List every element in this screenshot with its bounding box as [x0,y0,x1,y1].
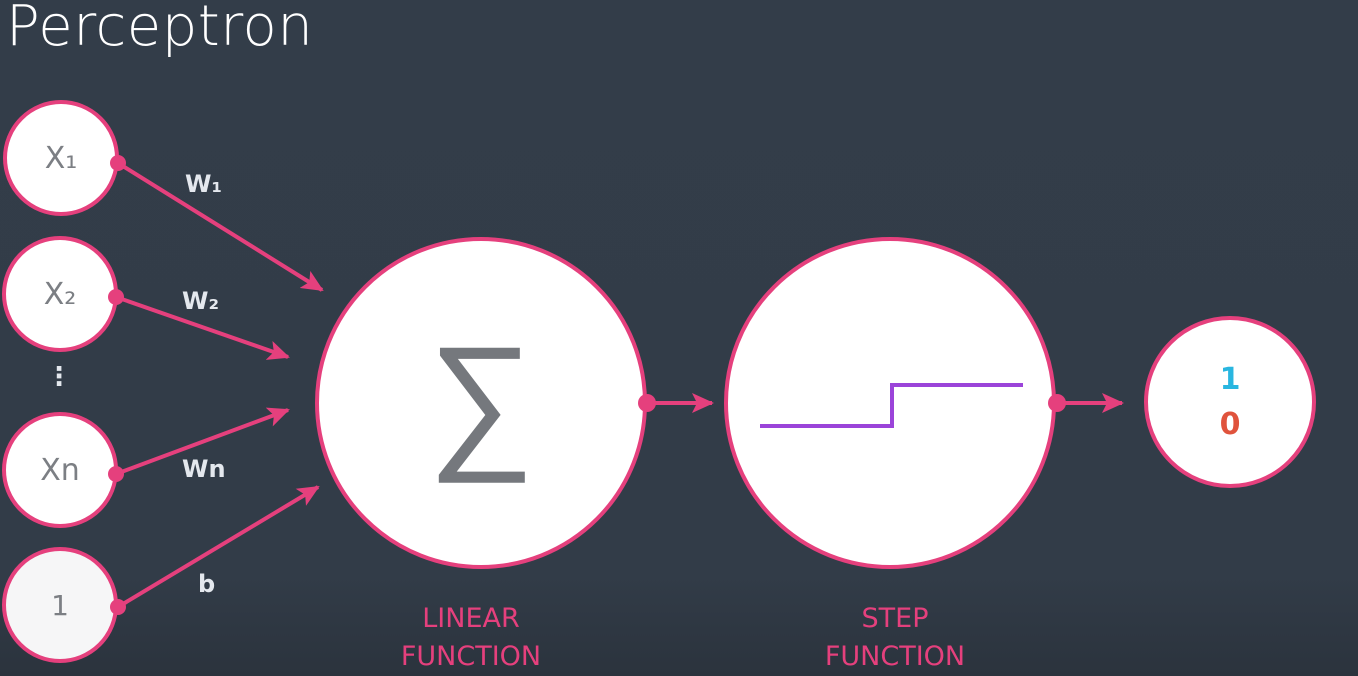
bias-label: b [198,570,216,598]
edge-bias [116,485,320,609]
output-node [1144,316,1316,488]
input-label-bias: 1 [51,589,69,622]
step-function-caption: STEP FUNCTION [785,600,1005,676]
step-caption-line1: STEP [861,603,929,634]
weight-label-w1: W₁ [185,170,222,198]
input-node-x1 [3,100,126,216]
linear-function-caption: LINEAR FUNCTION [361,600,581,676]
input-node-xn [2,412,124,528]
step-function-node [724,237,1124,569]
linear-caption-line2: FUNCTION [400,641,542,672]
input-node-x2 [2,236,124,352]
linear-caption-line1: LINEAR [422,603,520,634]
input-node-bias [2,547,126,663]
edge-x1 [116,161,324,292]
input-edges [115,161,324,609]
output-value-zero: 0 [1219,407,1241,442]
input-label-xn: Xn [40,453,80,488]
edge-x2 [115,295,290,360]
ellipsis-icon: ⋮ [46,362,72,392]
step-function-icon [760,383,1023,428]
step-caption-line2: FUNCTION [824,641,966,672]
input-label-x1: X₁ [44,141,78,176]
linear-function-node [315,237,714,569]
weight-label-w2: W₂ [182,287,219,315]
edge-xn [115,407,290,476]
page-title: Perceptron [6,0,314,59]
sigma-icon: ∑ [427,313,535,487]
output-value-one: 1 [1219,362,1241,397]
input-label-x2: X₂ [43,277,77,312]
weight-label-wn: Wn [182,455,226,483]
